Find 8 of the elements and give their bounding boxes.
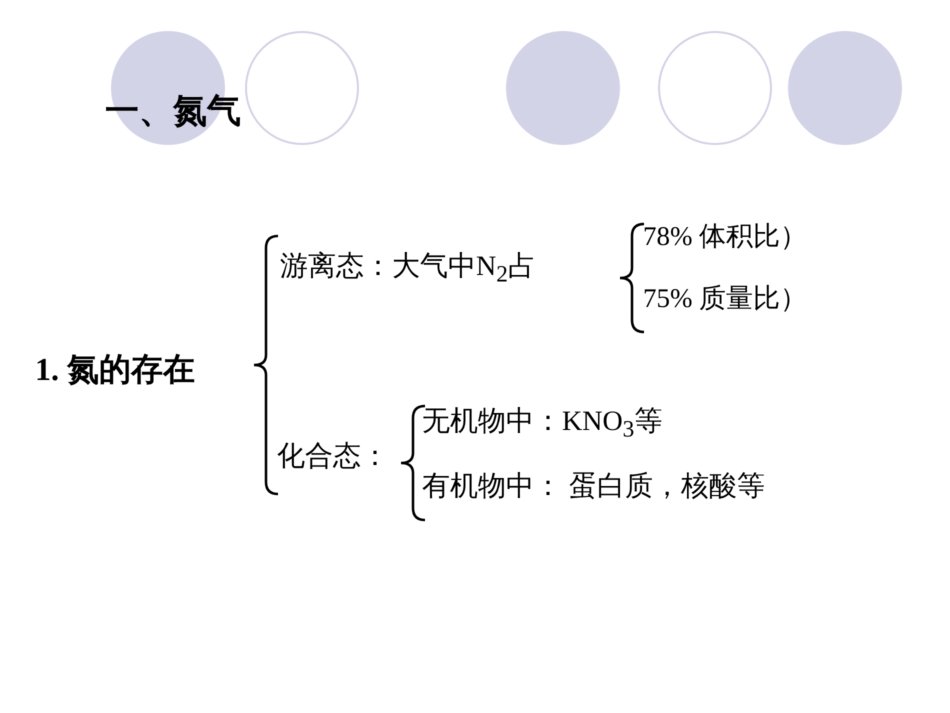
topic-heading: 1. 氮的存在 [35, 350, 195, 388]
detail-text: 75% 质量比） [643, 282, 808, 314]
category-text: 游离态：大气中N$_{2}$占 [280, 250, 536, 290]
detail-text: 78% 体积比） [643, 220, 808, 252]
category-text: 化合态： [277, 440, 389, 474]
detail-text: 有机物中： 蛋白质，核酸等 [422, 470, 765, 504]
detail-text: 无机物中：KNO$_{3}$等 [422, 405, 662, 445]
slide-title: 一、氮气 [105, 92, 241, 132]
